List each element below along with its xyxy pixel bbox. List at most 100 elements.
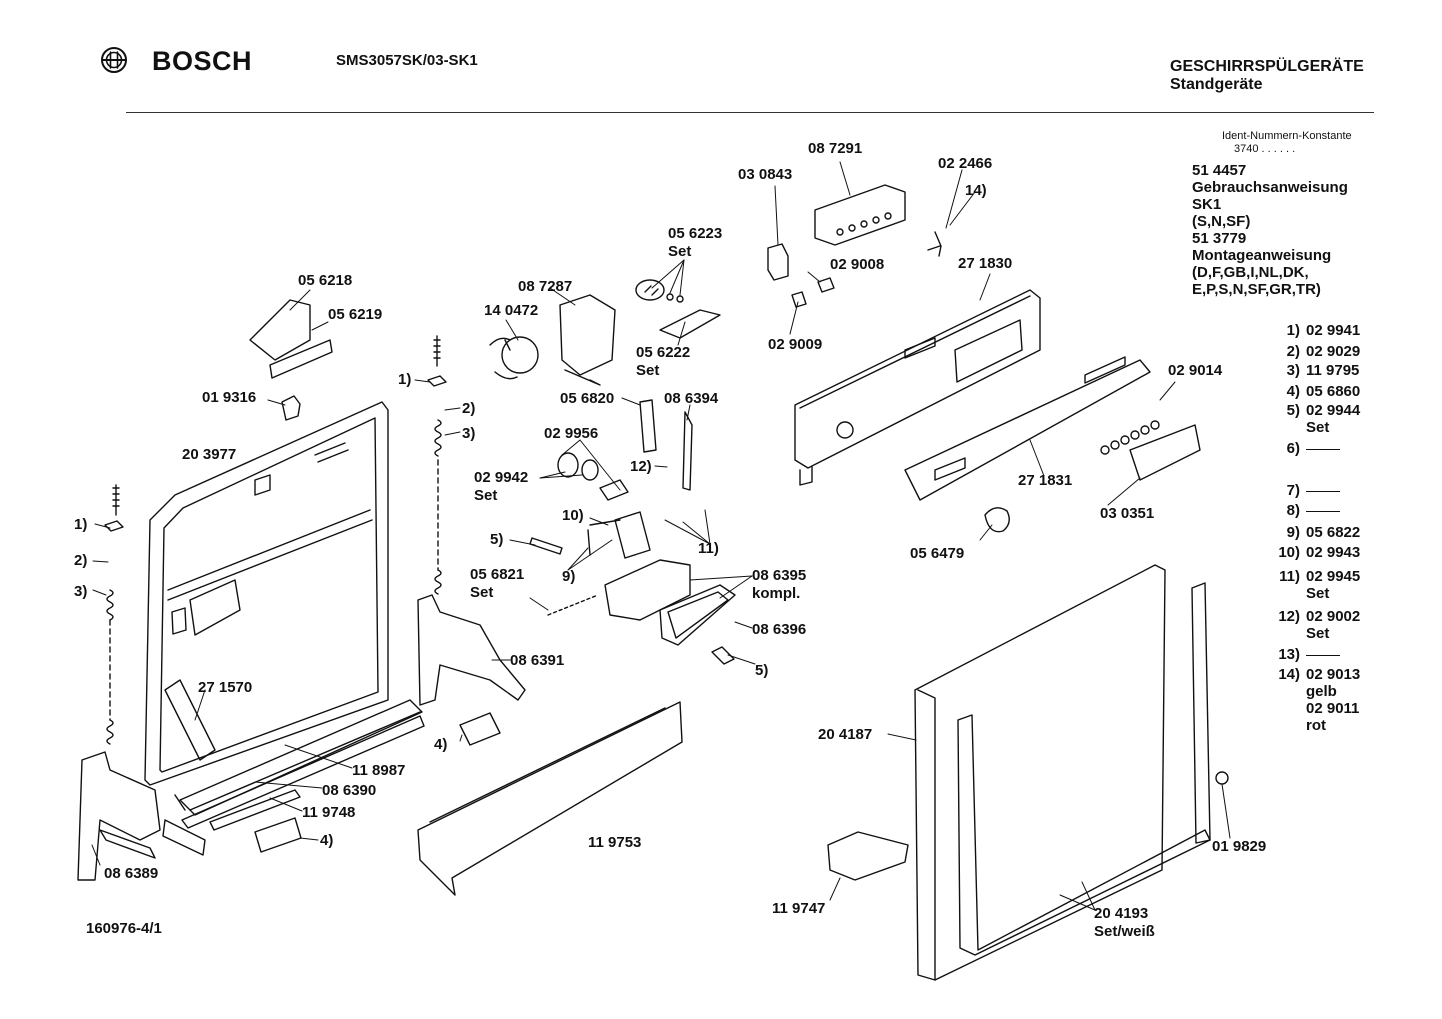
label-056479: 05 6479 xyxy=(910,545,965,562)
legend-key: 13) xyxy=(1278,646,1300,663)
clip xyxy=(281,395,301,421)
label-119748: 11 9748 xyxy=(302,804,356,821)
outer-door-panel xyxy=(914,564,1166,981)
label-030843: 03 0843 xyxy=(738,166,793,183)
label-set: Set xyxy=(470,584,494,601)
legend-extra: Set xyxy=(1306,625,1330,642)
door-inner-panel xyxy=(144,401,389,786)
docs-block: 51 4457 Gebrauchsanweisung SK1 (S,N,SF) … xyxy=(1192,162,1348,298)
label-029956: 02 9956 xyxy=(544,425,599,442)
label-271830: 27 1830 xyxy=(958,255,1013,272)
latch xyxy=(827,831,909,881)
category-line-2: Standgeräte xyxy=(1170,76,1263,93)
legend-value: 02 9943 xyxy=(1306,544,1361,561)
label-086391: 08 6391 xyxy=(510,652,565,669)
label-056223: 05 6223 xyxy=(668,225,723,242)
label-key-2: 2) xyxy=(74,552,88,569)
label-204193: 20 4193 xyxy=(1094,905,1149,922)
kick-plate xyxy=(174,699,425,829)
legend-value: 05 6822 xyxy=(1306,524,1361,541)
hinge-bracket-right xyxy=(417,594,526,706)
label-029009: 02 9009 xyxy=(768,336,823,353)
door-lock xyxy=(249,299,333,379)
label-029942: 02 9942 xyxy=(474,469,529,486)
legend-dash xyxy=(1306,490,1340,492)
label-kompl: kompl. xyxy=(752,585,801,602)
seal-rings xyxy=(557,452,629,501)
legend-value: 11 9795 xyxy=(1306,362,1360,379)
legend-key: 7) xyxy=(1286,482,1300,499)
document-number: 160976-4/1 xyxy=(86,920,162,937)
legend-key: 10) xyxy=(1278,544,1300,561)
connector xyxy=(767,243,789,281)
timer-motor xyxy=(559,294,616,386)
legend-value: 02 9944 xyxy=(1306,402,1361,419)
legend-dash xyxy=(1306,510,1340,512)
doc-line: Montageanweisung xyxy=(1192,247,1332,264)
switch-block xyxy=(814,184,906,246)
label-set-weiss: Set/weiß xyxy=(1094,923,1155,940)
brand-name: BOSCH xyxy=(152,46,253,76)
legend-key: 1) xyxy=(1286,322,1300,339)
legend-row: 7) xyxy=(1262,482,1340,499)
lever-b xyxy=(682,411,693,491)
label-086395: 08 6395 xyxy=(752,567,807,584)
category-line-1: GESCHIRRSPÜLGERÄTE xyxy=(1170,58,1364,75)
legend-value: 02 9029 xyxy=(1306,343,1361,360)
legend-key: 11) xyxy=(1279,568,1300,585)
doc-line: Gebrauchsanweisung xyxy=(1192,179,1348,196)
legend-value: 02 9013 xyxy=(1306,666,1361,683)
screw-b xyxy=(1215,771,1229,785)
dispenser-unit xyxy=(587,511,736,646)
label-029014: 02 9014 xyxy=(1168,362,1223,379)
label-056219: 05 6219 xyxy=(328,306,383,323)
label-203977: 20 3977 xyxy=(182,446,237,463)
legend-dash xyxy=(1306,448,1340,450)
legend-extra: gelb 02 9011 rot xyxy=(1306,683,1360,734)
label-030351: 03 0351 xyxy=(1100,505,1155,522)
label-056820: 05 6820 xyxy=(560,390,615,407)
legend-extra: Set xyxy=(1306,419,1330,436)
bosch-logo-icon xyxy=(101,47,127,73)
label-key-5: 5) xyxy=(490,531,504,548)
label-key-10: 10) xyxy=(562,507,584,524)
legend-value: 05 6860 xyxy=(1306,383,1361,400)
label-204187: 20 4187 xyxy=(818,726,873,743)
led-strip xyxy=(209,789,301,831)
side-strip xyxy=(164,679,216,761)
legend-key: 14) xyxy=(1278,666,1300,683)
control-panel xyxy=(794,289,1041,486)
label-key-4: 4) xyxy=(320,832,334,849)
doc-line: (S,N,SF) xyxy=(1192,213,1251,230)
label-key-9: 9) xyxy=(562,568,576,585)
legend-dash xyxy=(1306,654,1340,656)
legend-key: 5) xyxy=(1286,402,1300,419)
label-key-1: 1) xyxy=(74,516,88,533)
label-087287: 08 7287 xyxy=(518,278,573,295)
label-086394: 08 6394 xyxy=(664,390,719,407)
lever-a xyxy=(639,399,657,453)
legend-row: 3) 11 9795 xyxy=(1262,362,1360,379)
ident-title: Ident-Nummern-Konstante xyxy=(1222,130,1352,142)
doc-line: 51 4457 xyxy=(1192,162,1247,179)
label-key-12: 12) xyxy=(630,458,652,475)
label-set: Set xyxy=(474,487,498,504)
label-key-11: 11) xyxy=(698,540,719,557)
legend-row: 2)02 9029 xyxy=(1262,343,1361,360)
ident-value: 3740 . . . . . . xyxy=(1234,143,1296,155)
legend-row: 10) 02 9943 xyxy=(1262,544,1360,561)
legend-key: 9) xyxy=(1286,524,1300,541)
legend-key: 3) xyxy=(1286,362,1300,379)
legend-row: 4)05 6860 xyxy=(1262,383,1361,400)
label-140472: 14 0472 xyxy=(484,302,539,319)
legend-value: 02 9002 xyxy=(1306,608,1361,625)
header-rule xyxy=(126,112,1374,113)
legend-extra: Set xyxy=(1306,585,1330,602)
label-056821: 05 6821 xyxy=(470,566,525,583)
rotor-wheel xyxy=(489,336,539,380)
label-087291: 08 7291 xyxy=(808,140,863,157)
label-056222: 05 6222 xyxy=(636,344,691,361)
